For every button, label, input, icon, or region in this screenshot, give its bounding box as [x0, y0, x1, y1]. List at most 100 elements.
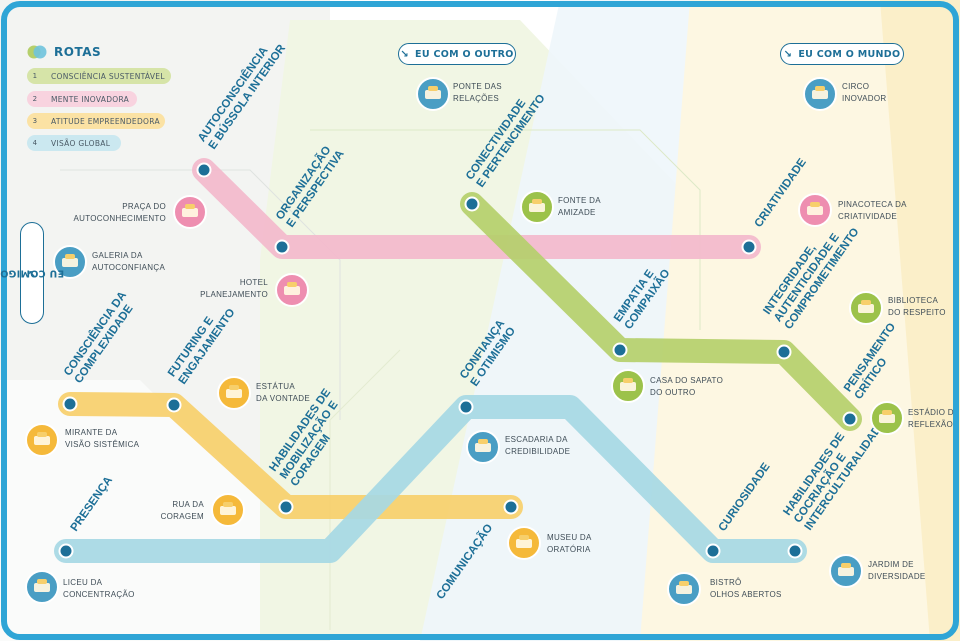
- place-name-line: GALERIA DA: [92, 251, 143, 260]
- place-hotel[interactable]: HOTEL PLANEJAMENTO: [200, 273, 309, 307]
- section-eu-com-o-mundo-button[interactable]: ↘ EU COM O MUNDO: [780, 43, 904, 65]
- station-dot[interactable]: [278, 499, 294, 515]
- legend-item-label: MENTE INOVADORA: [51, 94, 130, 104]
- station-dot[interactable]: [776, 344, 792, 360]
- place-biblioteca[interactable]: BIBLIOTECA DO RESPEITO: [849, 291, 946, 325]
- place-name-line: ESCADARIA DA: [505, 435, 568, 444]
- legend-item-label: CONSCIÊNCIA SUSTENTÁVEL: [51, 71, 165, 81]
- bridge-icon: [425, 86, 441, 99]
- place-name-line: REFLEXÃO: [908, 420, 953, 429]
- place-name-line: CREDIBILIDADE: [505, 447, 570, 456]
- legend-item-label: VISÃO GLOBAL: [51, 138, 111, 148]
- place-name-line: ESTÁTUA: [256, 382, 295, 391]
- place-name-line: PONTE DAS: [453, 82, 502, 91]
- legend-item-label: ATITUDE EMPREENDEDORA: [51, 116, 160, 126]
- section-eu-com-o-outro-button[interactable]: ↘ EU COM O OUTRO: [398, 43, 516, 65]
- place-name-line: AMIZADE: [558, 208, 596, 217]
- station-dot[interactable]: [612, 342, 628, 358]
- station-dot[interactable]: [741, 239, 757, 255]
- place-name-line: CRIATIVIDADE: [838, 212, 897, 221]
- route-atitude-empreendedora[interactable]: [58, 392, 523, 519]
- place-name-line: LICEU DA: [63, 578, 103, 587]
- station-dot[interactable]: [58, 543, 74, 559]
- plaza-icon: [182, 204, 198, 217]
- museum-building-icon: [807, 202, 823, 215]
- legend-item-number: 4: [32, 139, 38, 147]
- place-name-line: DA VONTADE: [256, 394, 310, 403]
- place-name-line: MUSEU DA: [547, 533, 592, 542]
- place-pinacoteca[interactable]: PINACOTECA DA CRIATIVIDADE: [798, 193, 907, 227]
- place-name-line: OLHOS ABERTOS: [710, 590, 782, 599]
- station-dot[interactable]: [787, 543, 803, 559]
- station-dot[interactable]: [166, 397, 182, 413]
- legend-item-1[interactable]: 1 CONSCIÊNCIA SUSTENTÁVEL: [27, 68, 171, 84]
- station-dot[interactable]: [503, 499, 519, 515]
- place-name-line: PINACOTECA DA: [838, 200, 907, 209]
- circus-tent-icon: [812, 86, 828, 99]
- legend-item-2[interactable]: 2 MENTE INOVADORA: [27, 91, 137, 107]
- place-name-line: MIRANTE DA: [65, 428, 118, 437]
- place-name-line: PLANEJAMENTO: [200, 290, 268, 299]
- route-consciencia-sustentavel[interactable]: [460, 192, 862, 431]
- place-galeria[interactable]: GALERIA DA AUTOCONFIANÇA: [53, 245, 165, 279]
- station-dot[interactable]: [62, 396, 78, 412]
- arrow-down-right-icon: ↘: [783, 48, 793, 60]
- place-estatua[interactable]: ESTÁTUA DA VONTADE: [217, 376, 310, 410]
- statue-icon: [226, 385, 242, 398]
- bed-icon: [284, 282, 300, 295]
- legend-item-3[interactable]: 3 ATITUDE EMPREENDEDORA: [27, 113, 165, 129]
- place-name-line: PRAÇA DO: [122, 202, 166, 211]
- station-dot[interactable]: [458, 399, 474, 415]
- place-ponte[interactable]: PONTE DAS RELAÇÕES: [416, 77, 502, 111]
- place-name-line: CONCENTRAÇÃO: [63, 590, 135, 599]
- section-eu-comigo-button[interactable]: ↘ EU COMIGO: [0, 222, 64, 324]
- section-label: EU COM O OUTRO: [415, 48, 514, 60]
- station-dot[interactable]: [274, 239, 290, 255]
- place-estadio[interactable]: ESTÁDIO D REFLEXÃO: [870, 401, 954, 435]
- arrow-down-right-icon: ↘: [400, 48, 410, 60]
- street-icon: [220, 502, 236, 515]
- station-dot[interactable]: [196, 162, 212, 178]
- picture-frame-icon: [62, 254, 78, 267]
- place-name-line: AUTOCONFIANÇA: [92, 263, 165, 272]
- legend-item-number: 2: [32, 95, 38, 103]
- place-name-line: HOTEL: [240, 278, 268, 287]
- station-dot[interactable]: [464, 196, 480, 212]
- place-name-line: RELAÇÕES: [453, 94, 499, 103]
- place-name-line: DO RESPEITO: [888, 308, 946, 317]
- routes-logo-icon: [27, 45, 47, 59]
- eye-icon: [34, 432, 50, 445]
- route-visao-global[interactable]: [54, 395, 807, 563]
- place-name-line: ESTÁDIO D: [908, 408, 954, 417]
- stadium-icon: [879, 410, 895, 423]
- place-name-line: INOVADOR: [842, 94, 886, 103]
- section-label: EU COMIGO: [0, 267, 65, 279]
- place-name-line: BIBLIOTECA: [888, 296, 938, 305]
- stairs-icon: [475, 439, 491, 452]
- shoe-house-icon: [620, 378, 636, 391]
- section-label: EU COM O MUNDO: [798, 48, 901, 60]
- book-lamp-icon: [34, 579, 50, 592]
- books-icon: [858, 300, 874, 313]
- place-name-line: DO OUTRO: [650, 388, 696, 397]
- place-escadaria[interactable]: ESCADARIA DA CREDIBILIDADE: [466, 430, 570, 464]
- place-name-line: RUA DA: [172, 500, 204, 509]
- station-dot[interactable]: [705, 543, 721, 559]
- theater-icon: [516, 535, 532, 548]
- legend-item-4[interactable]: 4 VISÃO GLOBAL: [27, 135, 121, 151]
- station-dot[interactable]: [842, 411, 858, 427]
- place-liceu[interactable]: LICEU DA CONCENTRAÇÃO: [25, 570, 135, 604]
- legend-item-number: 1: [32, 72, 38, 80]
- leaves-icon: [838, 563, 854, 576]
